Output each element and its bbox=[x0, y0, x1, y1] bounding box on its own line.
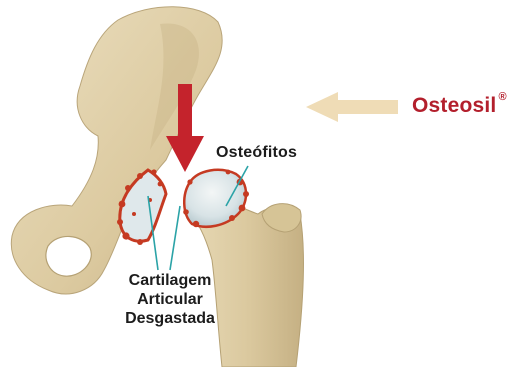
worn-cartilage-label-line2: Articular bbox=[108, 290, 232, 309]
brand-name: Osteosil bbox=[412, 94, 496, 117]
brand-label: Osteosil® bbox=[412, 94, 507, 118]
registered-mark: ® bbox=[498, 91, 506, 103]
worn-cartilage-label-line3: Desgastada bbox=[108, 309, 232, 328]
arrow-left-icon bbox=[306, 92, 398, 122]
worn-cartilage-label: Cartilagem Articular Desgastada bbox=[108, 271, 232, 328]
osteophytes-label: Osteófitos bbox=[216, 144, 297, 162]
worn-cartilage-label-line1: Cartilagem bbox=[108, 271, 232, 290]
